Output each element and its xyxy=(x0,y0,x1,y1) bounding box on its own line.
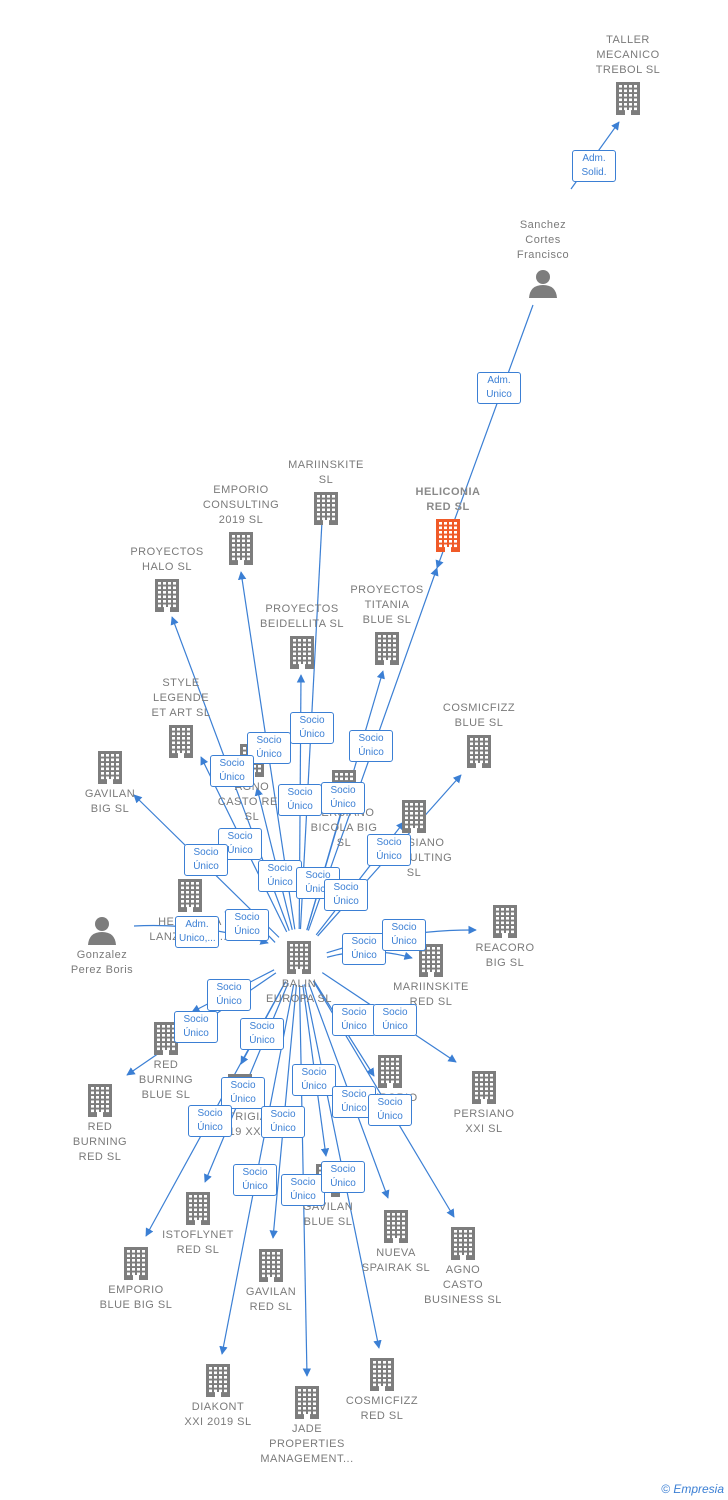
jade-building-icon[interactable] xyxy=(293,1385,321,1424)
edge-label-balin-to-emporio-consulting[interactable]: Socio Único xyxy=(247,732,291,764)
copyright-icon: © xyxy=(661,1482,670,1496)
edge-label-balin-to-proyectos-beidellita[interactable]: Socio Único xyxy=(278,784,322,816)
nueva-spairak-building-icon[interactable] xyxy=(382,1209,410,1248)
node-label-persiano-xxi[interactable]: PERSIANO XXI SL xyxy=(453,1108,515,1135)
node-label-mariinskite-red[interactable]: MARIINSKITE RED SL xyxy=(393,981,469,1008)
node-label-balin[interactable]: BALIN EUROPA SL xyxy=(265,978,333,1005)
istoflynet-building-icon[interactable] xyxy=(184,1191,212,1230)
emporio-blue-big-building-icon[interactable] xyxy=(122,1246,150,1285)
gonzalez-person-icon[interactable] xyxy=(87,915,117,950)
sanchez-person-icon[interactable] xyxy=(528,268,558,303)
proyectos-halo-building-icon[interactable] xyxy=(153,578,181,617)
edge-label-balin-to-agno-casto-business[interactable]: Socio Único xyxy=(368,1094,412,1126)
node-label-proyectos-beidellita[interactable]: PROYECTOS BEIDELLITA SL xyxy=(260,603,344,630)
edge-label-balin-to-cosmicfizz-blue[interactable]: Socio Único xyxy=(367,834,411,866)
edge-label-balin-to-gavilan-red[interactable]: Socio Único xyxy=(261,1106,305,1138)
edge-label-balin-to-gavilan-blue[interactable]: Socio Único xyxy=(292,1064,336,1096)
edge-label-balin-to-proyectos-titania[interactable]: Socio Único xyxy=(321,782,365,814)
node-label-gavilan-red[interactable]: GAVILAN RED SL xyxy=(245,1286,297,1313)
edge-label-balin-to-diakont[interactable]: Socio Único xyxy=(233,1164,277,1196)
taller-building-icon[interactable] xyxy=(614,81,642,120)
emporio-consulting-building-icon[interactable] xyxy=(227,531,255,570)
edge-label-balin-to-red-burning-red[interactable]: Socio Único xyxy=(174,1011,218,1043)
gavilan-big-building-icon[interactable] xyxy=(96,750,124,789)
edge-balin-to-agno-casto-red xyxy=(254,787,293,930)
edge-label-balin-to-proyectos-halo[interactable]: Socio Único xyxy=(210,755,254,787)
edge-label-balin-to-cosmicfizz-red[interactable]: Socio Único xyxy=(321,1161,365,1193)
diakont-building-icon[interactable] xyxy=(204,1363,232,1402)
agno-casto-business-building-icon[interactable] xyxy=(449,1226,477,1265)
node-label-cosmicfizz-blue[interactable]: COSMICFIZZ BLUE SL xyxy=(442,702,516,729)
cosmicfizz-blue-building-icon[interactable] xyxy=(465,734,493,773)
edge-label-balin-to-mariinskite[interactable]: Socio Único xyxy=(290,712,334,744)
brand-name: Empresia xyxy=(673,1482,724,1496)
node-label-mariinskite[interactable]: MARIINSKITE SL xyxy=(288,459,364,486)
edge-label-balin-to-mariinskite-red[interactable]: Socio Único xyxy=(382,919,426,951)
edge-label-sanchez-to-taller[interactable]: Adm. Solid. xyxy=(572,150,616,182)
edge-label-balin-to-heliconia-lanzarote[interactable]: Socio Único xyxy=(225,909,269,941)
node-label-red-burning-red[interactable]: RED BURNING RED SL xyxy=(72,1121,128,1163)
node-label-diakont[interactable]: DIAKONT XXI 2019 SL xyxy=(184,1401,252,1428)
heliconia-building-icon[interactable] xyxy=(434,518,462,557)
edge-label-balin-to-agno-casto-red[interactable]: Socio Único xyxy=(258,860,302,892)
edge-label-balin-to-gavilan-big[interactable]: Socio Único xyxy=(184,844,228,876)
node-label-proyectos-titania[interactable]: PROYECTOS TITANIA BLUE SL xyxy=(350,584,424,626)
cosmicfizz-red-building-icon[interactable] xyxy=(368,1357,396,1396)
edge-label-balin-to-heliconia[interactable]: Socio Único xyxy=(349,730,393,762)
node-label-taller[interactable]: TALLER MECANICO TREBOL SL xyxy=(595,34,661,76)
style-legende-building-icon[interactable] xyxy=(167,724,195,763)
node-label-red-burning-blue[interactable]: RED BURNING BLUE SL xyxy=(138,1059,194,1101)
node-label-agno-casto-business[interactable]: AGNO CASTO BUSINESS SL xyxy=(424,1264,502,1306)
persiano-xxi-building-icon[interactable] xyxy=(470,1070,498,1109)
mariinskite-building-icon[interactable] xyxy=(312,491,340,530)
node-label-gavilan-blue[interactable]: GAVILAN BLUE SL xyxy=(302,1201,354,1228)
edge-label-balin-to-emporio-xxi[interactable]: Socio Único xyxy=(332,1004,376,1036)
edge-label-balin-to-estrigia[interactable]: Socio Único xyxy=(240,1018,284,1050)
edge-label-balin-to-persiano-consulting[interactable]: Socio Único xyxy=(324,879,368,911)
node-label-style-legende[interactable]: STYLE LEGENDE ET ART SL xyxy=(151,677,211,719)
edge-label-balin-to-persiano-xxi[interactable]: Socio Único xyxy=(373,1004,417,1036)
edge-label-balin-to-istoflynet[interactable]: Socio Único xyxy=(221,1077,265,1109)
edge-label-gonzalez-to-balin[interactable]: Adm. Unico,... xyxy=(175,916,219,948)
proyectos-beidellita-building-icon[interactable] xyxy=(288,635,316,674)
gavilan-red-building-icon[interactable] xyxy=(257,1248,285,1287)
node-label-cosmicfizz-red[interactable]: COSMICFIZZ RED SL xyxy=(345,1395,419,1422)
edge-balin-to-persiano-bicola xyxy=(306,794,348,931)
node-label-proyectos-halo[interactable]: PROYECTOS HALO SL xyxy=(130,546,204,573)
node-label-nueva-spairak[interactable]: NUEVA SPAIRAK SL xyxy=(361,1247,431,1274)
node-label-persiano-consulting[interactable]: PERSIANO CONSULTING SL xyxy=(375,837,453,879)
reacoro-building-icon[interactable] xyxy=(491,904,519,943)
node-label-gonzalez[interactable]: Gonzalez Perez Boris xyxy=(70,949,134,976)
node-label-gavilan-big[interactable]: GAVILAN BIG SL xyxy=(84,788,136,815)
node-label-reacoro[interactable]: REACORO BIG SL xyxy=(475,942,535,969)
node-label-istoflynet[interactable]: ISTOFLYNET RED SL xyxy=(162,1229,234,1256)
edge-label-balin-to-red-burning-blue[interactable]: Socio Único xyxy=(207,979,251,1011)
node-label-emporio-consulting[interactable]: EMPORIO CONSULTING 2019 SL xyxy=(202,484,280,526)
balin-building-icon[interactable] xyxy=(285,940,313,979)
red-burning-red-building-icon[interactable] xyxy=(86,1083,114,1122)
node-label-jade[interactable]: JADE PROPERTIES MANAGEMENT... xyxy=(260,1423,354,1465)
brand-footer[interactable]: © Empresia xyxy=(661,1482,724,1496)
edge-label-balin-to-emporio-blue-big[interactable]: Socio Único xyxy=(188,1105,232,1137)
edge-label-sanchez-to-heliconia[interactable]: Adm. Unico xyxy=(477,372,521,404)
heliconia-lanzarote-building-icon[interactable] xyxy=(176,878,204,917)
proyectos-titania-building-icon[interactable] xyxy=(373,631,401,670)
node-label-sanchez[interactable]: Sanchez Cortes Francisco xyxy=(516,219,570,261)
persiano-consulting-building-icon[interactable] xyxy=(400,799,428,838)
node-label-emporio-blue-big[interactable]: EMPORIO BLUE BIG SL xyxy=(99,1284,173,1311)
edge-label-balin-to-reacoro[interactable]: Socio Único xyxy=(342,933,386,965)
emporio-xxi-building-icon[interactable] xyxy=(376,1054,404,1093)
edge-label-balin-to-jade[interactable]: Socio Único xyxy=(281,1174,325,1206)
node-label-heliconia[interactable]: HELICONIA RED SL xyxy=(415,486,481,513)
mariinskite-red-building-icon[interactable] xyxy=(417,943,445,982)
